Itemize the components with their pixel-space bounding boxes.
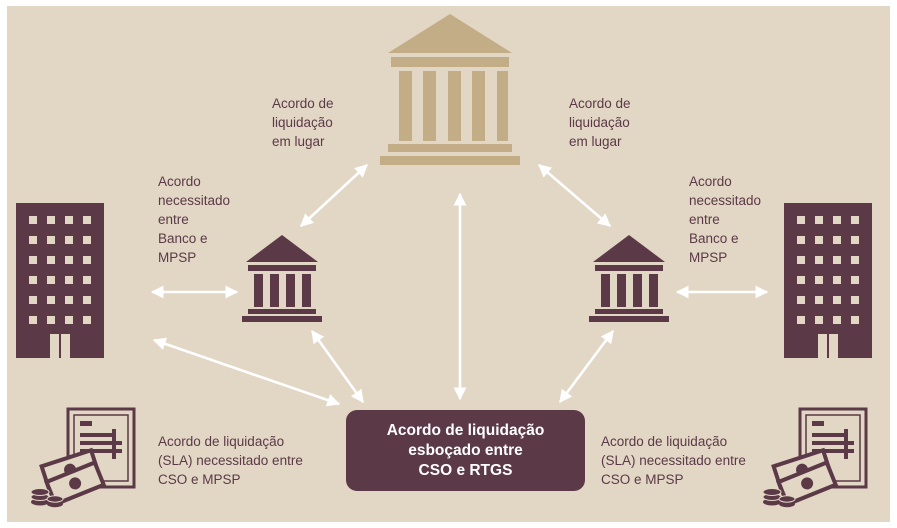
label-bank-mpsp-right: Acordo necessitado entre Banco e MPSP	[689, 174, 762, 265]
bank-icon	[242, 235, 322, 322]
arrow	[152, 337, 341, 407]
banknotes-coins-icon	[762, 447, 839, 508]
arrow	[300, 164, 368, 227]
settlement-arrows	[150, 164, 769, 407]
diagram-artwork	[16, 14, 872, 508]
label-settlement-in-place-right: Acordo de liquidação em lugar	[569, 96, 631, 149]
label-sla-right: Acordo de liquidação (SLA) necessitado e…	[601, 434, 746, 487]
arrow	[558, 329, 615, 404]
central-bank-icon	[380, 14, 520, 165]
bank-icon	[589, 235, 669, 322]
arrow	[538, 164, 611, 227]
office-building-icon	[16, 203, 104, 358]
banknotes-coins-icon	[30, 447, 107, 508]
label-bank-mpsp-left: Acordo necessitado entre Banco e MPSP	[158, 174, 231, 265]
label-settlement-in-place-left: Acordo de liquidação em lugar	[272, 96, 334, 149]
arrow	[310, 329, 365, 404]
cso-rtgs-agreement-box: Acordo de liquidação esboçado entre CSO …	[346, 410, 585, 491]
office-building-icon	[784, 203, 872, 358]
label-sla-left: Acordo de liquidação (SLA) necessitado e…	[158, 434, 303, 487]
settlement-diagram: Acordo de liquidação em lugar Acordo de …	[7, 6, 890, 522]
